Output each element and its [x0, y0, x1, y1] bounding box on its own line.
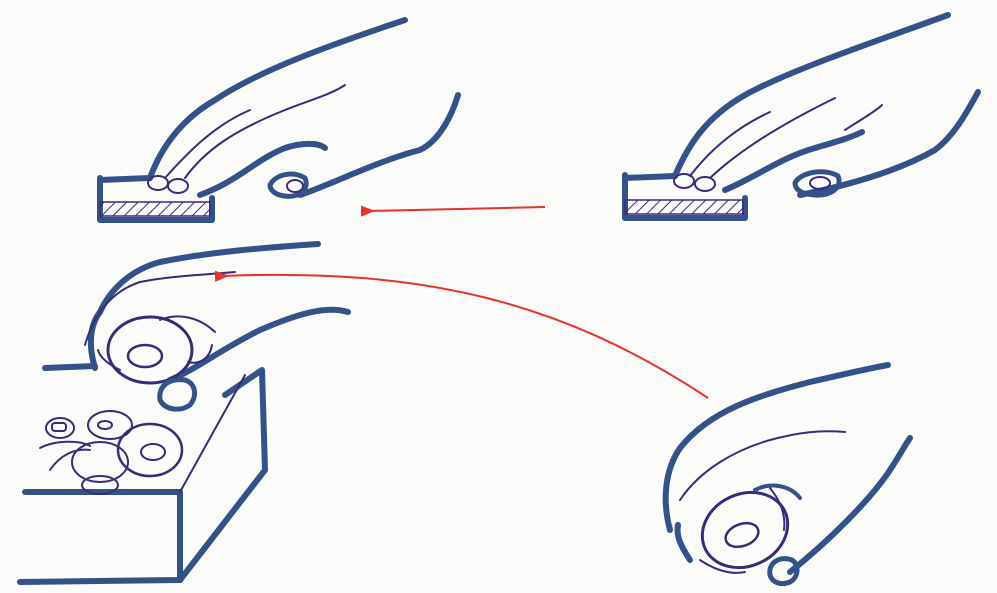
- panel-press-before: [622, 12, 981, 221]
- panel-pick-into-bin: [17, 241, 351, 585]
- hand-holding: [662, 362, 913, 587]
- hand-left-top: [147, 17, 461, 199]
- hand-bin: [84, 241, 351, 412]
- panel-hold-washer: [662, 362, 913, 587]
- bin-washers: [39, 410, 184, 495]
- button-base-left: [97, 175, 215, 223]
- parts-bin: [17, 363, 268, 585]
- arrow-curved: [214, 270, 709, 399]
- button-base-right: [622, 172, 748, 221]
- hand-right-top: [672, 12, 981, 198]
- arrow-straight: [360, 205, 546, 217]
- panel-press-after: [97, 17, 461, 223]
